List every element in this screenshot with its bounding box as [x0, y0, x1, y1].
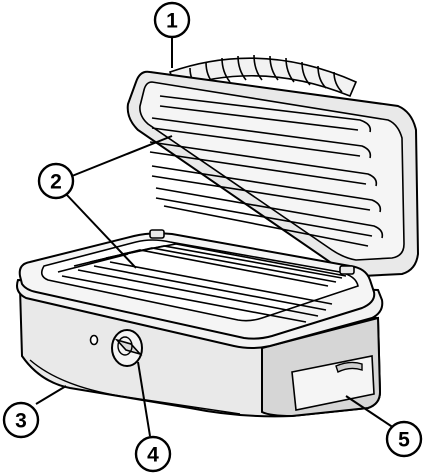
lid-plate-ridges	[149, 95, 384, 247]
leader-lines	[35, 38, 395, 437]
indicator-light-icon	[89, 334, 99, 346]
hinge-ribs	[168, 54, 358, 98]
callout-3-label: 3	[15, 410, 27, 433]
callout-5-label: 5	[398, 429, 410, 452]
hinge-clips	[149, 229, 355, 275]
leader-line-5	[345, 395, 395, 429]
leader-line-4	[137, 361, 151, 437]
callout-4-label: 4	[147, 444, 159, 467]
callout-3: 3	[2, 401, 40, 439]
callout-4: 4	[134, 435, 172, 473]
callout-1: 1	[153, 1, 191, 39]
callout-1-label: 1	[166, 10, 178, 33]
callout-2-label: 2	[50, 171, 62, 194]
leader-line-2b	[65, 193, 137, 269]
leader-line-2a	[71, 135, 173, 177]
callout-2: 2	[37, 162, 75, 200]
leader-line-3	[35, 385, 67, 405]
temperature-knob	[111, 329, 143, 367]
callout-5: 5	[385, 420, 423, 458]
lower-plate-ridges	[57, 243, 347, 323]
